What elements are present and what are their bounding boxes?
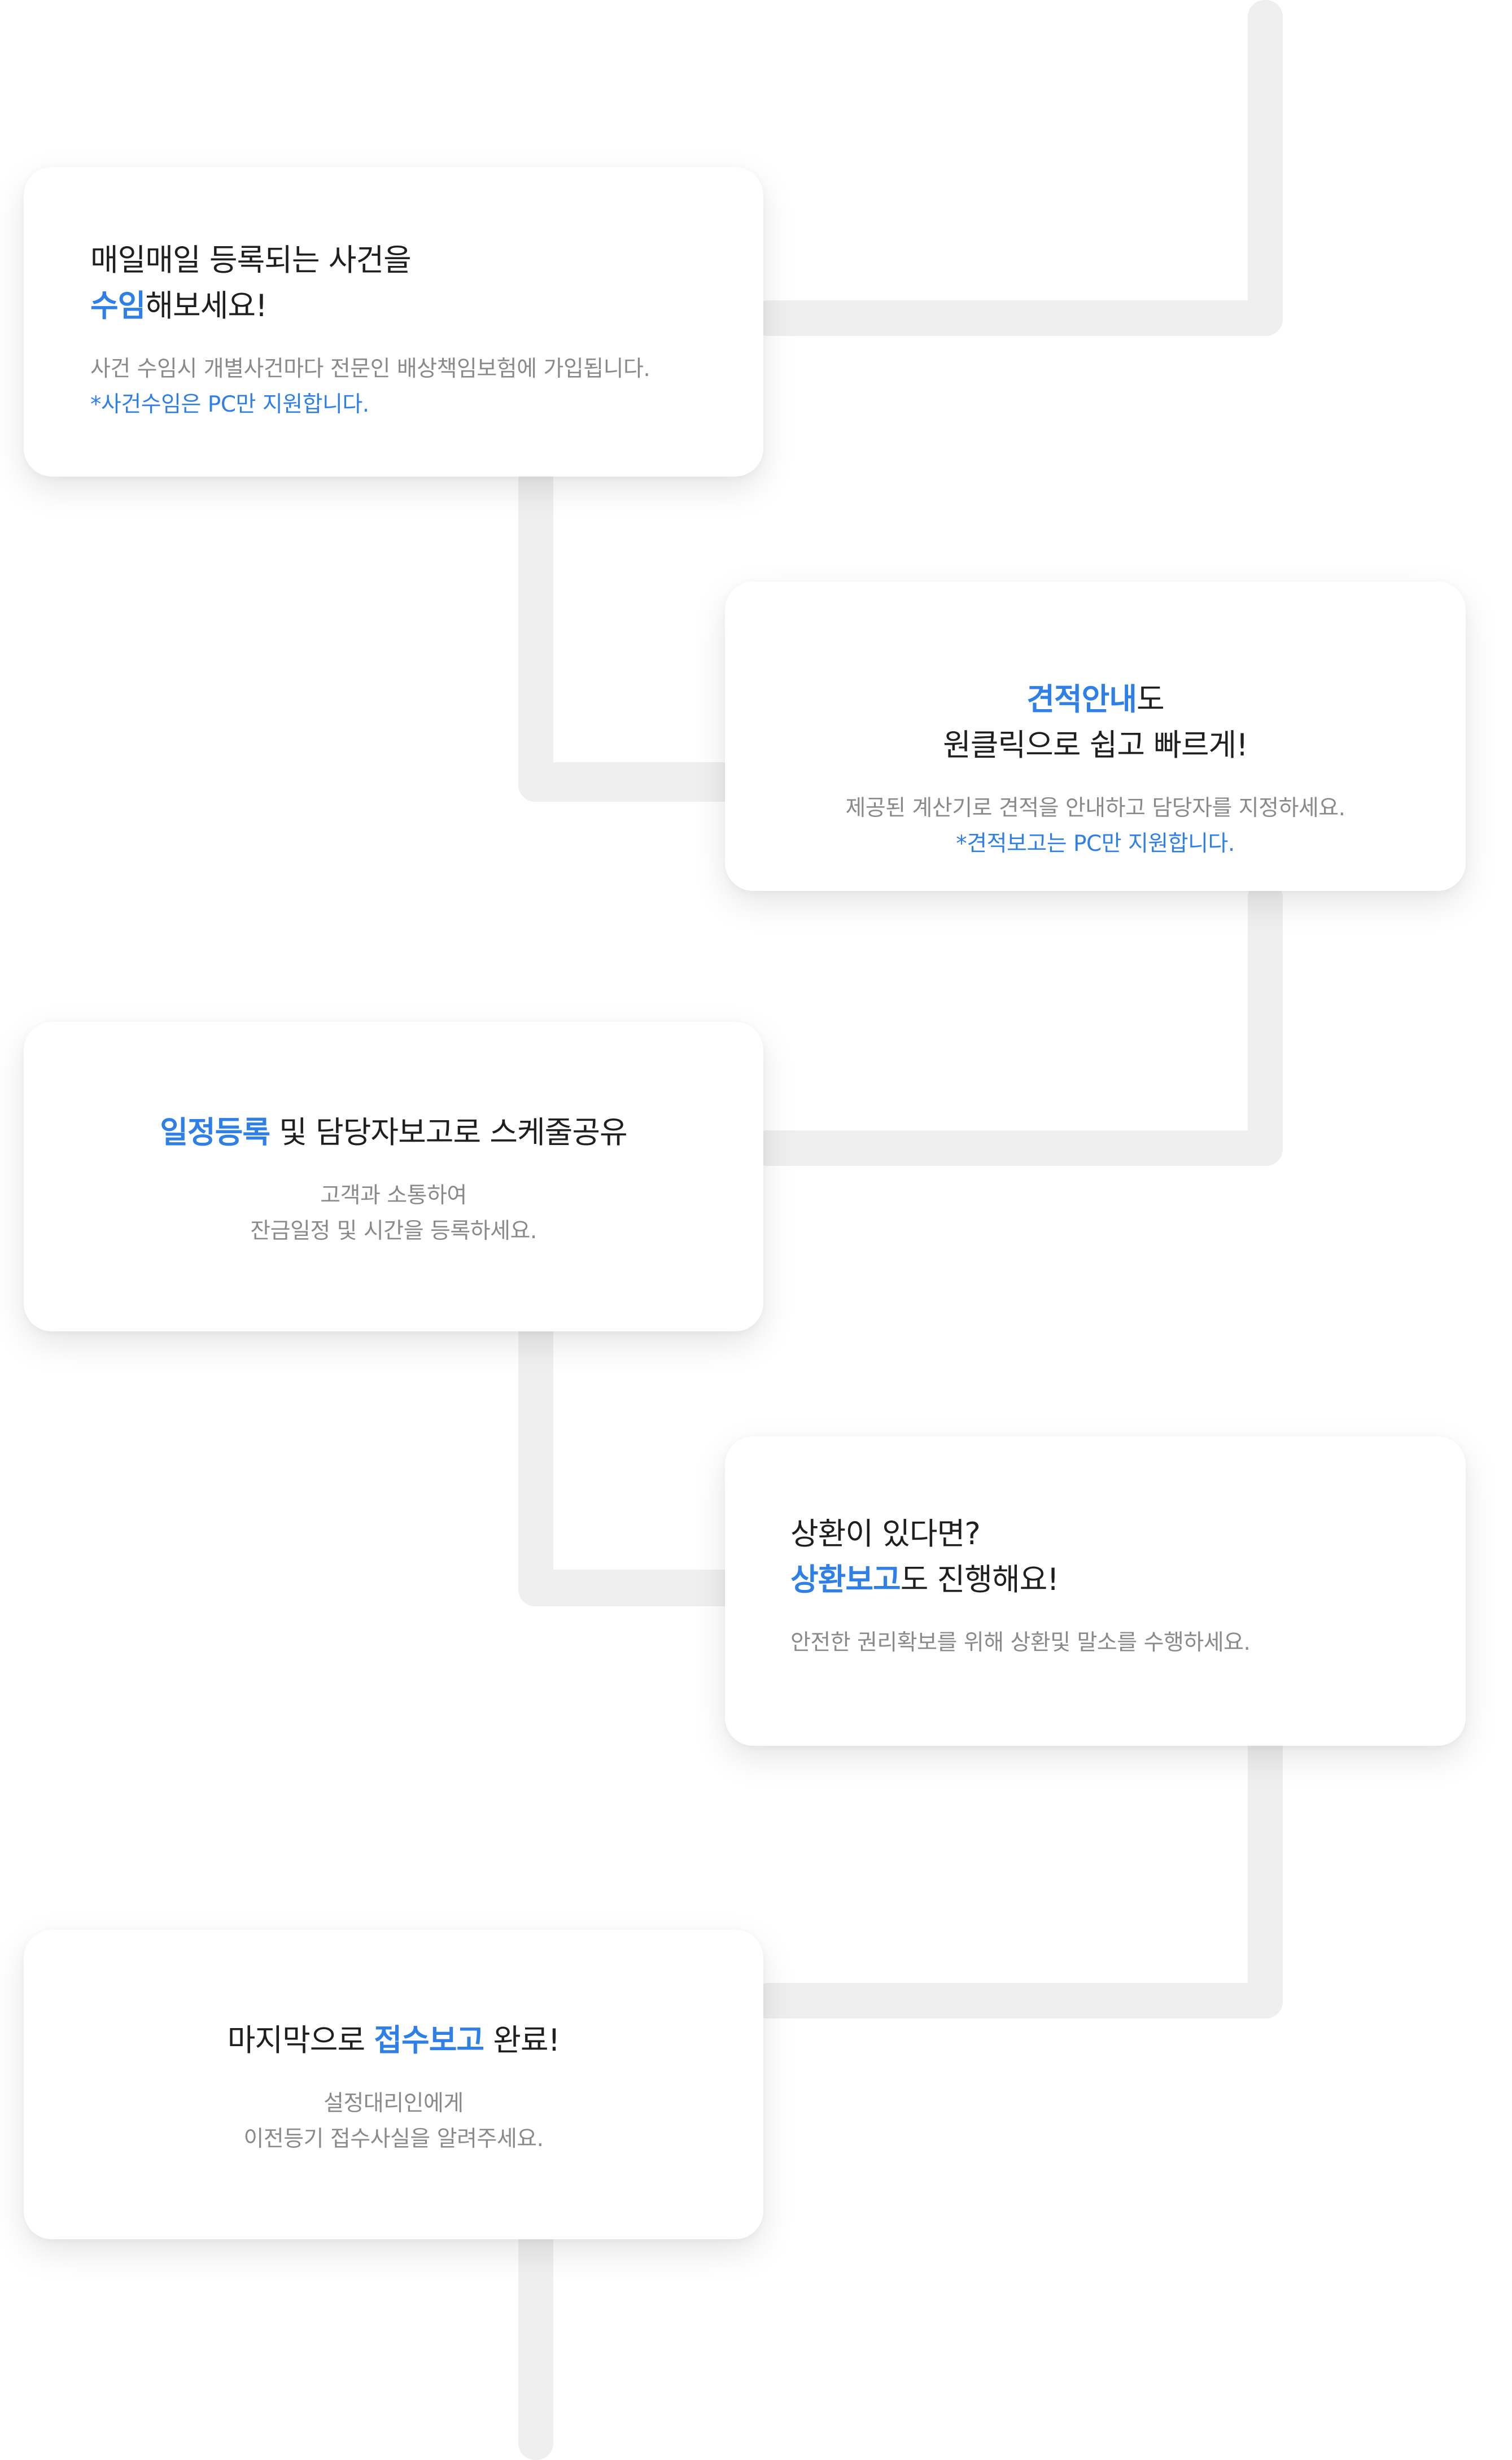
timeline-connector [1248, 1728, 1283, 2018]
title-highlight: 상환보고 [790, 1562, 901, 1597]
title-line: 원클릭으로 쉽고 빠르게! [943, 727, 1248, 763]
step-card-case-acceptance: 매일매일 등록되는 사건을 수임해보세요! 사건 수임시 개별사건마다 전문인 … [24, 167, 763, 477]
step-card-estimate-guide: 견적안내도 원클릭으로 쉽고 빠르게! 제공된 계산기로 견적을 안내하고 담당… [725, 582, 1466, 891]
step-description: 설정대리인에게 이전등기 접수사실을 알려주세요. [46, 2086, 741, 2157]
description-line: 안전한 권리확보를 위해 상환및 말소를 수행하세요. [790, 1630, 1251, 1655]
title-rest: 해보세요! [145, 288, 267, 324]
title-prefix: 마지막으로 [227, 2022, 374, 2058]
timeline-connector [751, 1983, 1283, 2018]
pc-only-note: *견적보고는 PC만 지원합니다. [956, 831, 1235, 857]
timeline-connector [518, 1570, 755, 1606]
step-title: 매일매일 등록되는 사건을 수임해보세요! [90, 237, 729, 329]
title-rest: 완료! [484, 2022, 560, 2058]
title-highlight: 일정등록 [160, 1115, 270, 1150]
title-rest: 및 담당자보고로 스케줄공유 [270, 1115, 627, 1150]
step-title: 일정등록 및 담당자보고로 스케줄공유 [46, 1109, 741, 1155]
title-line: 상환이 있다면? [790, 1516, 981, 1552]
description-line: 잔금일정 및 시간을 등록하세요. [250, 1218, 537, 1244]
timeline-connector [751, 1130, 1283, 1166]
step-title: 견적안내도 원클릭으로 쉽고 빠르게! [748, 676, 1443, 768]
title-highlight: 견적안내 [1026, 681, 1137, 717]
step-description: 사건 수임시 개별사건마다 전문인 배상책임보험에 가입됩니다. *사건수임은 … [90, 351, 729, 422]
timeline-connector [518, 2213, 553, 2460]
timeline-connector [1248, 0, 1283, 336]
description-line: 제공된 계산기로 견적을 안내하고 담당자를 지정하세요. [845, 796, 1345, 821]
title-rest: 도 [1137, 681, 1165, 717]
timeline-connector [751, 300, 1283, 336]
description-line: 이전등기 접수사실을 알려주세요. [243, 2126, 544, 2152]
step-title: 마지막으로 접수보고 완료! [46, 2017, 741, 2063]
step-card-schedule-registration: 일정등록 및 담당자보고로 스케줄공유 고객과 소통하여 잔금일정 및 시간을 … [24, 1022, 763, 1331]
step-title: 상환이 있다면? 상환보고도 진행해요! [790, 1511, 1432, 1602]
timeline-connector [518, 1316, 553, 1606]
timeline-connector [1248, 881, 1283, 1166]
title-line: 매일매일 등록되는 사건을 [90, 242, 412, 278]
timeline-connector [518, 463, 553, 802]
step-card-filing-report: 마지막으로 접수보고 완료! 설정대리인에게 이전등기 접수사실을 알려주세요. [24, 1930, 763, 2239]
timeline-connector [518, 762, 755, 802]
description-line: 사건 수임시 개별사건마다 전문인 배상책임보험에 가입됩니다. [90, 356, 650, 382]
title-highlight: 수임 [90, 288, 146, 324]
description-line: 고객과 소통하여 [320, 1183, 467, 1208]
title-rest: 도 진행해요! [900, 1562, 1059, 1597]
step-description: 고객과 소통하여 잔금일정 및 시간을 등록하세요. [46, 1178, 741, 1249]
step-card-repayment-report: 상환이 있다면? 상환보고도 진행해요! 안전한 권리확보를 위해 상환및 말소… [725, 1436, 1466, 1746]
step-description: 제공된 계산기로 견적을 안내하고 담당자를 지정하세요. *견적보고는 PC만… [748, 790, 1443, 862]
step-description: 안전한 권리확보를 위해 상환및 말소를 수행하세요. [790, 1625, 1432, 1661]
description-line: 설정대리인에게 [324, 2091, 464, 2116]
pc-only-note: *사건수임은 PC만 지원합니다. [90, 392, 369, 417]
title-highlight: 접수보고 [374, 2022, 484, 2058]
